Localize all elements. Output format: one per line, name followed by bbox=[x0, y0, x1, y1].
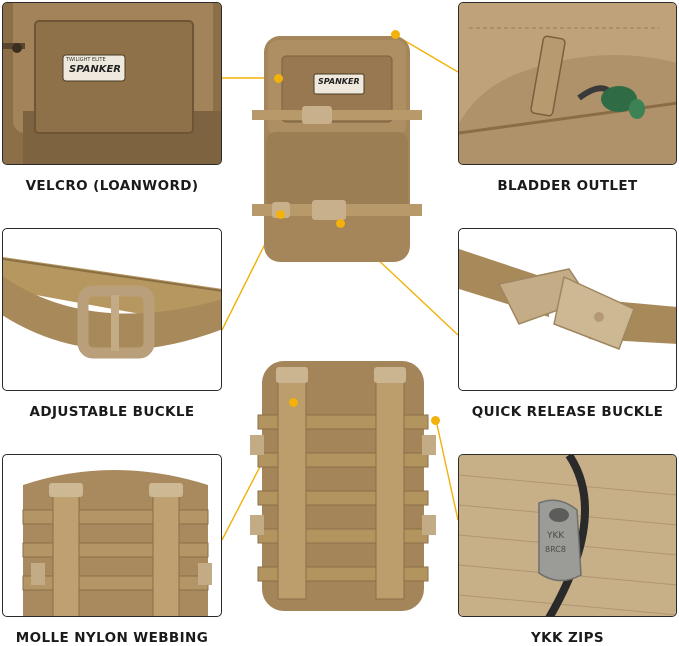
zipper-pull-icon bbox=[459, 455, 676, 616]
callout-dot-velcro bbox=[274, 74, 283, 83]
panel-adjustable bbox=[2, 228, 222, 391]
pouch-back-image bbox=[250, 361, 436, 611]
molle-webbing-icon bbox=[22, 470, 212, 616]
pouch-front-image bbox=[252, 36, 422, 262]
zipper-stamp-line2: 8RC8 bbox=[545, 545, 566, 554]
callout-dot-ykk bbox=[431, 416, 440, 425]
pouch-front-brand: SPANKER bbox=[318, 77, 360, 86]
caption-quick-release: QUICK RELEASE BUCKLE bbox=[471, 404, 664, 420]
velcro-brand-line2: SPANKER bbox=[69, 64, 122, 75]
zipper-stamp-line1: YKK bbox=[547, 531, 565, 541]
callout-dot-bladder bbox=[391, 30, 400, 39]
caption-bladder: BLADDER OUTLET bbox=[497, 178, 638, 194]
caption-adjustable: ADJUSTABLE BUCKLE bbox=[29, 404, 195, 420]
callout-dot-molle bbox=[289, 398, 298, 407]
caption-ykk: YKK ZIPS bbox=[530, 630, 605, 646]
caption-molle: MOLLE NYLON WEBBING bbox=[15, 630, 209, 646]
panel-ykk: YKK 8RC8 bbox=[458, 454, 677, 617]
velcro-patch-icon bbox=[3, 3, 221, 164]
slide-buckle-icon bbox=[3, 257, 221, 359]
velcro-brand-line1: TWILIGHT ELITE bbox=[66, 57, 106, 63]
panel-bladder bbox=[458, 2, 677, 165]
panel-molle bbox=[2, 454, 222, 617]
release-buckle-icon bbox=[459, 249, 676, 350]
callout-dot-quick bbox=[336, 219, 345, 228]
caption-velcro: VELCRO (LOANWORD) bbox=[25, 178, 199, 194]
panel-velcro: TWILIGHT ELITE SPANKER bbox=[2, 2, 222, 165]
callout-dot-adjustable bbox=[276, 210, 285, 219]
callout-line-ykk bbox=[435, 419, 459, 521]
hydration-valve-icon bbox=[459, 3, 676, 164]
panel-quick-release bbox=[458, 228, 677, 391]
